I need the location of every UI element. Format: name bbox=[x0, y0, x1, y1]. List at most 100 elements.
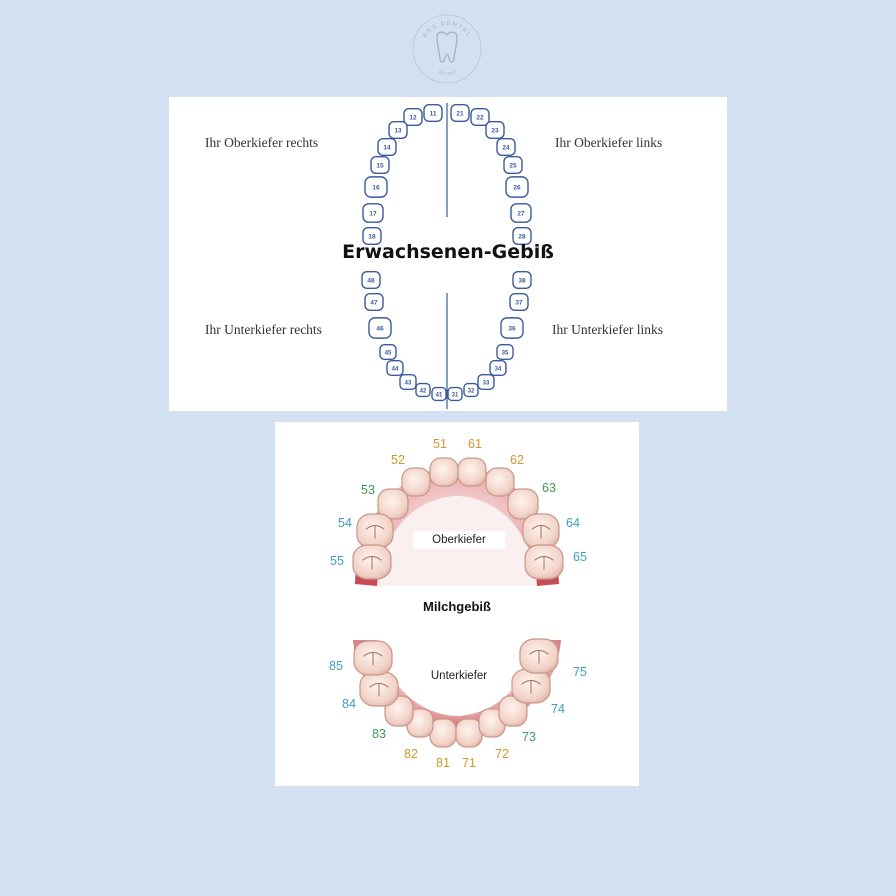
adult-tooth-43 bbox=[399, 373, 417, 391]
milk-tooth-number: 74 bbox=[551, 702, 565, 716]
adult-tooth-number: 47 bbox=[370, 299, 378, 306]
adult-tooth-number: 38 bbox=[518, 277, 526, 284]
milk-tooth-61 bbox=[457, 457, 487, 487]
adult-tooth-42 bbox=[415, 382, 431, 398]
adult-tooth-number: 35 bbox=[502, 350, 509, 356]
milk-tooth-number: 64 bbox=[566, 516, 580, 530]
adult-tooth-number: 13 bbox=[394, 127, 402, 134]
adult-tooth-25 bbox=[503, 156, 523, 174]
molar-fissure bbox=[521, 679, 541, 694]
molar-fissure bbox=[365, 524, 385, 539]
milk-tooth-number: 65 bbox=[573, 550, 587, 564]
adult-tooth-number: 16 bbox=[372, 184, 380, 191]
adult-tooth-14 bbox=[377, 138, 397, 156]
logo-top-text: BBS DENTAL bbox=[422, 21, 470, 39]
milk-tooth-62 bbox=[485, 467, 515, 497]
molar-fissure bbox=[529, 649, 549, 664]
milk-tooth-number: 82 bbox=[404, 747, 418, 761]
svg-text:EST. 2019: EST. 2019 bbox=[438, 69, 458, 76]
milk-tooth-53 bbox=[377, 488, 409, 520]
milk-tooth-number: 75 bbox=[573, 665, 587, 679]
adult-tooth-number: 31 bbox=[452, 392, 459, 398]
adult-tooth-27 bbox=[510, 203, 532, 223]
milk-tooth-52 bbox=[401, 467, 431, 497]
adult-tooth-number: 33 bbox=[483, 380, 490, 386]
milk-tooth-number: 54 bbox=[338, 516, 352, 530]
adult-tooth-number: 41 bbox=[436, 392, 443, 398]
adult-tooth-number: 28 bbox=[518, 233, 526, 240]
milk-tooth-number: 61 bbox=[468, 437, 482, 451]
milk-tooth-number: 62 bbox=[510, 453, 524, 467]
upper-jaw-label: Oberkiefer bbox=[413, 531, 505, 549]
logo-bottom-text: EST. 2019 bbox=[438, 69, 458, 76]
milk-title: Milchgebiß bbox=[423, 599, 491, 614]
label-upper-left: Ihr Oberkiefer links bbox=[555, 135, 663, 150]
molar-fissure bbox=[369, 682, 389, 697]
adult-tooth-number: 24 bbox=[502, 144, 510, 151]
molar-fissure bbox=[362, 555, 382, 570]
adult-tooth-36 bbox=[500, 317, 524, 339]
adult-tooth-number: 21 bbox=[456, 110, 464, 117]
milk-tooth-number: 52 bbox=[391, 453, 405, 467]
label-lower-right: Ihr Unterkiefer rechts bbox=[205, 322, 322, 337]
bbs-dental-logo: BBS DENTAL EST. 2019 bbox=[412, 14, 482, 84]
milk-tooth-number: 73 bbox=[522, 730, 536, 744]
milk-tooth-number: 84 bbox=[342, 697, 356, 711]
adult-tooth-16 bbox=[364, 176, 388, 198]
adult-tooth-number: 42 bbox=[420, 388, 427, 394]
adult-tooth-23 bbox=[485, 121, 505, 139]
adult-tooth-number: 34 bbox=[495, 366, 502, 372]
adult-tooth-number: 14 bbox=[383, 144, 391, 151]
adult-tooth-number: 44 bbox=[392, 366, 399, 372]
milk-tooth-81 bbox=[429, 718, 457, 748]
adult-tooth-number: 26 bbox=[513, 184, 521, 191]
adult-tooth-13 bbox=[388, 121, 408, 139]
adult-tooth-12 bbox=[403, 108, 423, 126]
adult-tooth-number: 45 bbox=[385, 350, 392, 356]
adult-tooth-26 bbox=[505, 176, 529, 198]
adult-tooth-number: 46 bbox=[376, 325, 384, 332]
tooth-icon bbox=[436, 31, 458, 63]
adult-tooth-number: 37 bbox=[515, 299, 523, 306]
adult-tooth-28 bbox=[512, 227, 532, 245]
adult-tooth-38 bbox=[512, 271, 532, 289]
adult-tooth-number: 11 bbox=[430, 110, 437, 117]
adult-teeth-diagram: 1112131415161718212223242526272841424344… bbox=[361, 103, 532, 409]
adult-tooth-number: 22 bbox=[476, 114, 484, 121]
milk-tooth-71 bbox=[455, 718, 483, 748]
adult-tooth-22 bbox=[470, 108, 490, 126]
adult-tooth-48 bbox=[361, 271, 381, 289]
adult-tooth-35 bbox=[496, 343, 514, 361]
adult-tooth-number: 27 bbox=[517, 210, 525, 217]
adult-tooth-44 bbox=[386, 359, 404, 377]
milk-tooth-number: 51 bbox=[433, 437, 447, 451]
milk-tooth-number: 72 bbox=[495, 747, 509, 761]
logo-ring bbox=[412, 14, 482, 84]
label-upper-right: Ihr Oberkiefer rechts bbox=[205, 135, 319, 150]
adult-tooth-number: 32 bbox=[468, 388, 475, 394]
adult-tooth-17 bbox=[362, 203, 384, 223]
milk-tooth-number: 83 bbox=[372, 727, 386, 741]
lower-jaw-label: Unterkiefer bbox=[430, 670, 488, 682]
adult-tooth-15 bbox=[370, 156, 390, 174]
milk-tooth-51 bbox=[429, 457, 459, 487]
milk-tooth-63 bbox=[507, 488, 539, 520]
adult-tooth-number: 36 bbox=[508, 325, 516, 332]
adult-tooth-number: 48 bbox=[367, 277, 375, 284]
adult-tooth-46 bbox=[368, 317, 392, 339]
label-lower-left: Ihr Unterkiefer links bbox=[552, 322, 663, 337]
adult-tooth-number: 12 bbox=[409, 114, 417, 121]
adult-tooth-number: 23 bbox=[491, 127, 499, 134]
adult-tooth-33 bbox=[477, 373, 495, 391]
adult-tooth-number: 25 bbox=[509, 162, 517, 169]
adult-tooth-21 bbox=[450, 104, 470, 122]
adult-tooth-41 bbox=[431, 386, 447, 402]
milk-tooth-number: 55 bbox=[330, 554, 344, 568]
tongue-area bbox=[377, 640, 537, 716]
milk-tooth-number: 71 bbox=[462, 756, 476, 770]
molar-fissure bbox=[534, 555, 554, 570]
adult-title: Erwachsenen-Gebiß bbox=[342, 241, 554, 263]
milk-tooth-number: 85 bbox=[329, 659, 343, 673]
